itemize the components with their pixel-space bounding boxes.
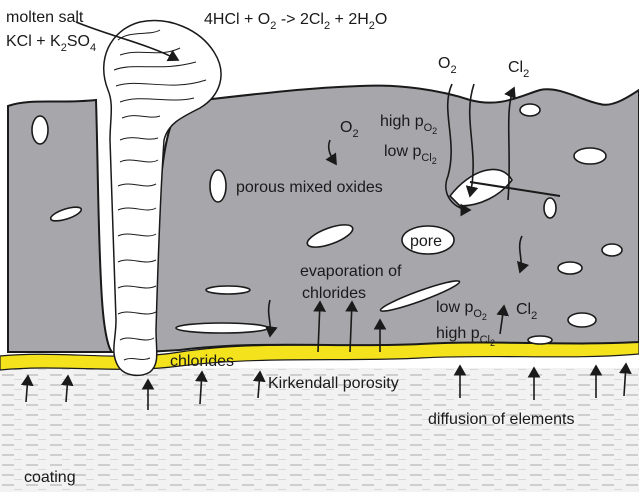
chlorides-label: chlorides: [170, 353, 234, 370]
oxide-scale-left: [8, 100, 112, 352]
pore-shape: [176, 323, 268, 333]
coating-label: coating: [24, 469, 76, 486]
kirkendall-porosity-label: Kirkendall porosity: [268, 375, 399, 392]
pore-shape: [558, 262, 582, 274]
pore-shape: [602, 244, 622, 256]
evaporation-label-line1: evaporation of: [300, 263, 402, 280]
pore-shape: [528, 336, 552, 344]
pore-shape: [520, 104, 540, 116]
porous-mixed-oxides-label: porous mixed oxides: [236, 179, 383, 196]
o2-top-label: O2: [438, 55, 457, 76]
pore-shape: [568, 313, 596, 327]
pore-shape: [574, 148, 606, 164]
molten-salt-label: molten salt: [6, 9, 84, 26]
pore-shape: [544, 198, 556, 218]
pore-shape: [210, 170, 226, 202]
diffusion-of-elements-label: diffusion of elements: [428, 411, 574, 428]
pore-shape: [32, 116, 48, 144]
evaporation-label-line2: chlorides: [302, 285, 366, 302]
reaction-equation: 4HCl + O2 -> 2Cl2 + 2H2O: [204, 11, 387, 32]
pore-shape: [206, 286, 250, 294]
cl2-top-label: Cl2: [508, 59, 529, 80]
pore-label: pore: [410, 233, 442, 250]
salt-formula-label: KCl + K2SO4: [6, 33, 96, 54]
